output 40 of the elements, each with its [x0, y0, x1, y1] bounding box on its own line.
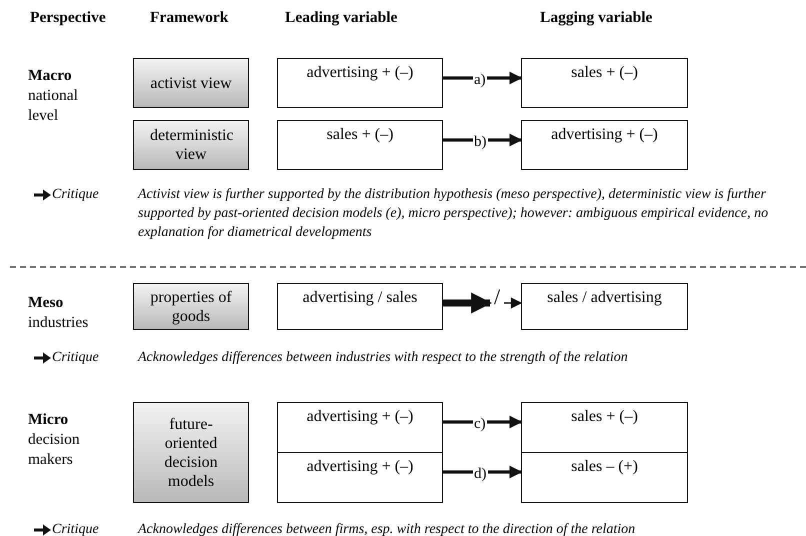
row-heading: Micro: [28, 410, 70, 430]
critique-label: Critique: [52, 186, 100, 204]
variable-box: advertising / sales: [277, 283, 443, 330]
edge-label: a): [473, 72, 487, 88]
framework-box: properties of goods: [133, 283, 249, 330]
row-subheading: industries: [28, 313, 90, 333]
column-header: Perspective: [30, 8, 107, 28]
edge-label: /: [493, 289, 502, 305]
arrow: [443, 466, 522, 478]
variable-box: sales + (–): [277, 120, 443, 170]
row-subheading: national level: [28, 86, 79, 126]
row-heading: Meso: [28, 293, 64, 313]
row-subheading: decision makers: [28, 430, 81, 470]
variable-box: sales – (+): [521, 452, 688, 503]
variable-box: advertising + (–): [277, 402, 443, 453]
edge-label: b): [473, 134, 488, 150]
arrow: [443, 72, 522, 84]
variable-box: advertising + (–): [277, 58, 443, 108]
edge-label: c): [473, 416, 487, 432]
framework-box: activist view: [133, 58, 249, 108]
arrow: [443, 134, 522, 146]
column-header: Lagging variable: [540, 8, 654, 28]
variable-box: sales / advertising: [521, 283, 688, 330]
critique-label: Critique: [52, 349, 100, 367]
arrow: [443, 416, 522, 428]
variable-box: advertising + (–): [277, 452, 443, 503]
critique-text: Acknowledges differences between industries with respect to the strength of the relation: [138, 349, 629, 367]
framework-box: future-oriented decision models: [133, 402, 249, 503]
column-header: Leading variable: [285, 8, 398, 28]
row-heading: Macro: [28, 66, 73, 86]
column-header: Framework: [150, 8, 230, 28]
critique-text: Activist view is further supported by the distribution hypothesis (meso perspective), deterministic view is further supported by past-oriented decision models (e), micro perspective); however: ambiguous empirical evidence, no explanation for diametrical developments: [138, 186, 770, 242]
framework-box: deterministic view: [133, 120, 249, 170]
variable-box: sales + (–): [521, 58, 688, 108]
critique-label: Critique: [52, 521, 100, 536]
variable-box: advertising + (–): [521, 120, 688, 170]
variable-box: sales + (–): [521, 402, 688, 453]
edge-label: d): [473, 466, 488, 482]
critique-text: Acknowledges differences between firms, esp. with respect to the direction of the relation: [138, 521, 636, 536]
arrow: [443, 292, 522, 314]
